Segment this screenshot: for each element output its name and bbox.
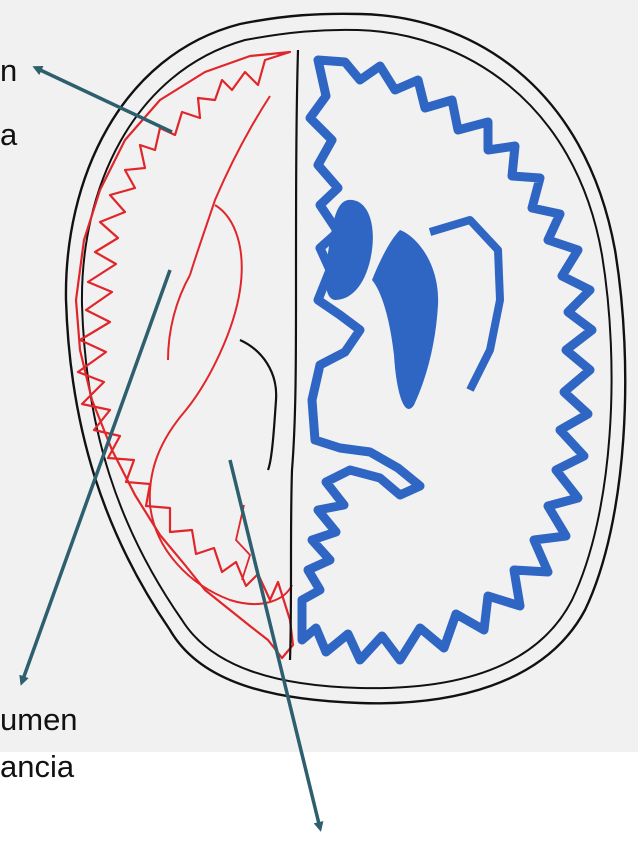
- bottom-label-line-2: ancia: [0, 748, 74, 786]
- right-basal-ganglia: [372, 230, 438, 409]
- top-label-line-2: a: [0, 116, 17, 154]
- right-hemisphere: [302, 60, 592, 660]
- arrow-to-top-label: [36, 68, 172, 132]
- arrow-to-bottom-label: [22, 270, 170, 682]
- bottom-label-line-1: umen: [0, 701, 78, 739]
- arrow-to-bottom-right: [230, 460, 320, 828]
- right-lateral-ventricle: [326, 200, 373, 300]
- ventricle-contour: [240, 340, 276, 470]
- midline-falx: [290, 50, 298, 660]
- top-label-line-1: n: [0, 52, 30, 90]
